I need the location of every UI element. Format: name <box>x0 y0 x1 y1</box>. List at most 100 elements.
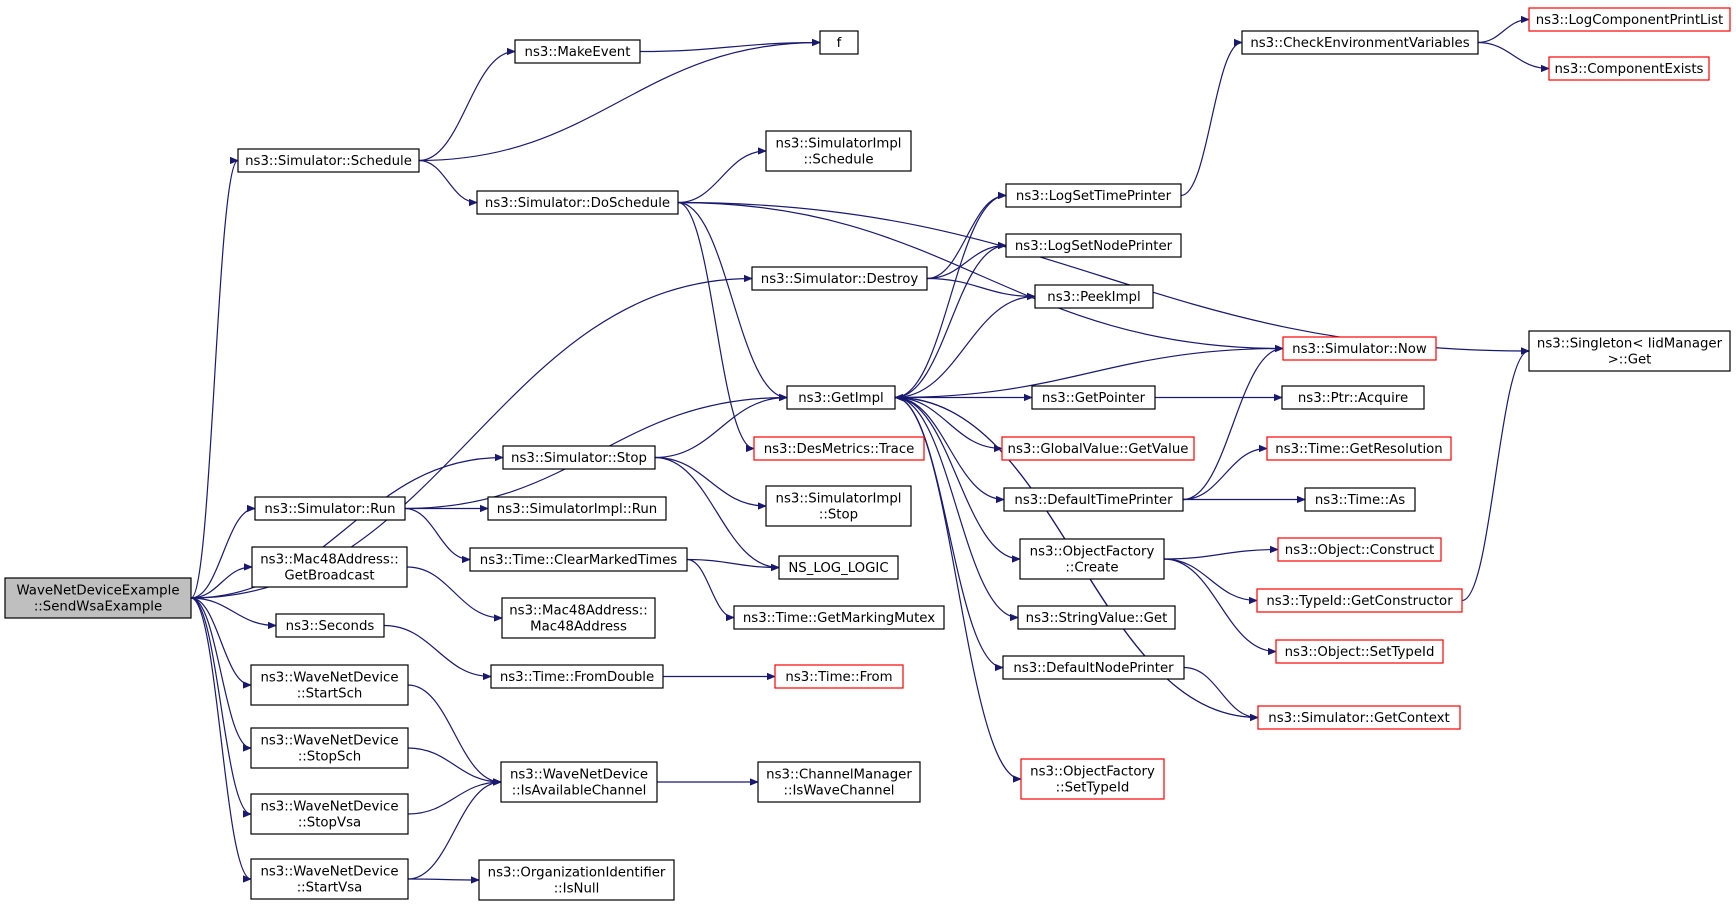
node-objfactcreate[interactable]: ns3::ObjectFactory::Create <box>1019 538 1165 580</box>
node-timeas[interactable]: ns3::Time::As <box>1304 487 1416 512</box>
node-logcompprint[interactable]: ns3::LogComponentPrintList <box>1528 7 1731 32</box>
edge-root-to-schedule <box>190 161 239 599</box>
node-logsettime[interactable]: ns3::LogSetTimePrinter <box>1005 183 1182 208</box>
node-box <box>1548 56 1710 81</box>
node-getbroadcast[interactable]: ns3::Mac48Address::GetBroadcast <box>251 546 408 588</box>
node-label: ns3::GlobalValue::GetValue <box>1008 442 1189 457</box>
edge-line <box>190 597 252 685</box>
node-makeevent[interactable]: ns3::MakeEvent <box>514 39 641 64</box>
node-box <box>765 485 912 527</box>
node-nsloglogic[interactable]: NS_LOG_LOGIC <box>778 555 899 580</box>
node-box <box>757 761 921 803</box>
node-logsetnode[interactable]: ns3::LogSetNodePrinter <box>1005 233 1182 258</box>
node-fromdouble[interactable]: ns3::Time::FromDouble <box>490 664 664 689</box>
node-simimplstop[interactable]: ns3::SimulatorImpl::Stop <box>765 485 912 527</box>
edge-line <box>418 52 515 162</box>
edge-line <box>1182 349 1283 501</box>
node-stopsch[interactable]: ns3::WaveNetDevice::StopSch <box>250 727 409 769</box>
node-startvsa[interactable]: ns3::WaveNetDevice::StartVsa <box>250 858 409 900</box>
node-isavailable[interactable]: ns3::WaveNetDevice::IsAvailableChannel <box>500 761 658 803</box>
node-timegetres[interactable]: ns3::Time::GetResolution <box>1266 436 1452 461</box>
edge-line <box>926 196 1006 280</box>
node-label: ns3::SimulatorImpl <box>776 492 902 507</box>
edge-line <box>654 398 787 459</box>
node-deftimeprinter[interactable]: ns3::DefaultTimePrinter <box>1003 487 1184 512</box>
node-box <box>751 266 928 291</box>
node-getcontext[interactable]: ns3::Simulator::GetContext <box>1257 705 1461 730</box>
node-label: ns3::Simulator::GetContext <box>1268 711 1449 726</box>
node-label: ns3::Simulator::Schedule <box>245 154 412 169</box>
edge-startvsa-to-orgidnull <box>407 879 479 880</box>
node-box <box>819 30 859 55</box>
node-label: ns3::Ptr::Acquire <box>1298 391 1408 406</box>
edge-line <box>1183 666 1258 718</box>
node-stopvsa[interactable]: ns3::WaveNetDevice::StopVsa <box>250 793 409 835</box>
node-box <box>237 148 420 173</box>
node-label: ns3::DesMetrics::Trace <box>764 442 915 457</box>
node-label: ns3::Singleton< IidManager <box>1537 337 1723 352</box>
node-getconstructor[interactable]: ns3::TypeId::GetConstructor <box>1256 588 1463 613</box>
node-box <box>251 546 408 588</box>
node-compexists[interactable]: ns3::ComponentExists <box>1548 56 1710 81</box>
node-peekimpl[interactable]: ns3::PeekImpl <box>1034 284 1154 309</box>
node-iswavechannel[interactable]: ns3::ChannelManager::IsWaveChannel <box>757 761 921 803</box>
node-ptracquire[interactable]: ns3::Ptr::Acquire <box>1281 385 1425 410</box>
edge-getimpl-to-logsetnode <box>894 246 1006 399</box>
node-getmarkingmutex[interactable]: ns3::Time::GetMarkingMutex <box>733 605 945 630</box>
edge-line <box>1477 41 1549 69</box>
edge-line <box>407 782 501 880</box>
node-simimplrun[interactable]: ns3::SimulatorImpl::Run <box>487 496 667 521</box>
node-simimplschedule[interactable]: ns3::SimulatorImpl::Schedule <box>765 130 912 172</box>
edge-line <box>418 43 820 162</box>
node-desmetrics[interactable]: ns3::DesMetrics::Trace <box>753 436 925 461</box>
edge-line <box>406 566 502 618</box>
node-box <box>1001 436 1195 461</box>
edge-seconds-to-fromdouble <box>383 624 491 677</box>
node-startsch[interactable]: ns3::WaveNetDevice::StartSch <box>250 664 409 706</box>
node-stringvalueget[interactable]: ns3::StringValue::Get <box>1017 605 1176 630</box>
edge-simstop-to-nsloglogic <box>654 456 779 568</box>
node-getimpl[interactable]: ns3::GetImpl <box>786 385 896 410</box>
edge-getimpl-to-logsettime <box>894 196 1006 399</box>
node-objfactsettypeid[interactable]: ns3::ObjectFactory::SetTypeId <box>1020 758 1165 800</box>
node-simstop[interactable]: ns3::Simulator::Stop <box>502 445 656 470</box>
node-orgidnull[interactable]: ns3::OrganizationIdentifier::IsNull <box>478 859 675 901</box>
node-schedule[interactable]: ns3::Simulator::Schedule <box>237 148 420 173</box>
edge-schedule-to-makeevent <box>418 52 515 162</box>
node-box <box>1019 538 1165 580</box>
edge-doschedule-to-simimplschedule <box>677 151 766 204</box>
node-f[interactable]: f <box>819 30 859 55</box>
node-getpointer[interactable]: ns3::GetPointer <box>1031 385 1156 410</box>
edge-line <box>894 297 1035 399</box>
node-globalvalue[interactable]: ns3::GlobalValue::GetValue <box>1001 436 1195 461</box>
node-checkenv[interactable]: ns3::CheckEnvironmentVariables <box>1241 30 1479 55</box>
node-objsettypeid[interactable]: ns3::Object::SetTypeId <box>1275 639 1444 664</box>
edge-line <box>894 396 1004 500</box>
node-objconstruct[interactable]: ns3::Object::Construct <box>1277 537 1442 562</box>
node-defnodeprinter[interactable]: ns3::DefaultNodePrinter <box>1002 655 1185 680</box>
node-timefrom[interactable]: ns3::Time::From <box>774 664 904 689</box>
node-label: ns3::Time::FromDouble <box>500 670 654 685</box>
edge-line <box>677 151 766 204</box>
node-root[interactable]: WaveNetDeviceExample::SendWsaExample <box>4 577 192 619</box>
node-mac48[interactable]: ns3::Mac48Address::Mac48Address <box>501 597 656 639</box>
node-simnow[interactable]: ns3::Simulator::Now <box>1282 336 1437 361</box>
edge-line <box>686 558 779 568</box>
edge-line <box>190 597 252 879</box>
node-label: ns3::MakeEvent <box>525 45 631 60</box>
node-seconds[interactable]: ns3::Seconds <box>275 613 385 638</box>
node-box <box>1281 385 1425 410</box>
node-singleton[interactable]: ns3::Singleton< IidManager>::Get <box>1528 330 1731 372</box>
node-box <box>1528 7 1731 32</box>
node-simrun[interactable]: ns3::Simulator::Run <box>254 496 406 521</box>
edge-line <box>190 597 252 748</box>
node-label: ns3::GetImpl <box>798 391 883 406</box>
node-clearmarked[interactable]: ns3::Time::ClearMarkedTimes <box>469 547 688 572</box>
node-label: ns3::SimulatorImpl::Run <box>497 502 657 517</box>
node-box <box>1020 758 1165 800</box>
node-box <box>786 385 896 410</box>
node-box <box>1277 537 1442 562</box>
node-destroy[interactable]: ns3::Simulator::Destroy <box>751 266 928 291</box>
edge-getimpl-to-peekimpl <box>894 297 1035 399</box>
node-doschedule[interactable]: ns3::Simulator::DoSchedule <box>476 190 679 215</box>
